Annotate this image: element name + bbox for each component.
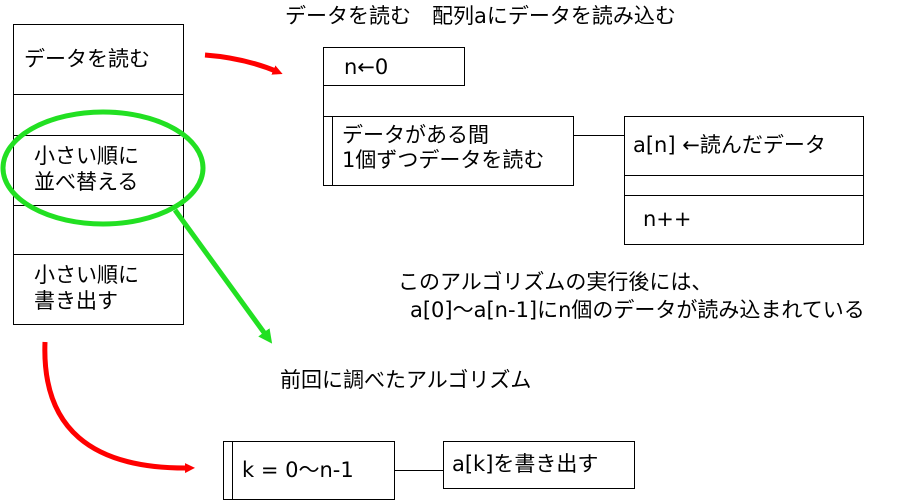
read-loop-label-2: 1個ずつデータを読む: [342, 148, 545, 172]
init-box: n←0: [323, 47, 465, 86]
green-arrow-to-write: [172, 208, 273, 344]
read-vertical-connector: [323, 86, 324, 116]
note-line-1: このアルゴリズムの実行後には、: [398, 270, 713, 294]
write-section-heading: 前回に調べたアルゴリズム: [280, 368, 532, 392]
step-write-label-1: 小さい順に: [34, 263, 139, 287]
note-line-2: a[0]～a[n-1]にn個のデータが読み込まれている: [410, 298, 865, 322]
green-highlight-ellipse: [0, 109, 206, 227]
step-write-label-2: 書き出す: [34, 289, 118, 313]
red-arrow-to-write: [42, 341, 195, 474]
step-sort-box: 小さい順に 並べ替える: [13, 135, 184, 206]
read-body-gap-top: [625, 195, 863, 196]
write-loop-inner-bar: [232, 442, 233, 499]
step-read-box: データを読む: [13, 24, 184, 95]
read-loop-box: データがある間 1個ずつデータを読む: [323, 116, 574, 186]
step-read-label: データを読む: [24, 47, 150, 71]
assign-label: a[n] ←読んだデータ: [633, 133, 826, 157]
read-section-heading: データを読む 配列aにデータを読み込む: [285, 4, 676, 28]
read-loop-label-1: データがある間: [342, 123, 489, 147]
read-body-box: a[n] ←読んだデータ n++: [624, 116, 864, 245]
write-loop-connector: [395, 470, 443, 471]
write-action-box: a[k]を書き出す: [443, 441, 635, 489]
write-loop-label: k = 0～n-1: [242, 458, 354, 482]
read-loop-inner-bar: [332, 117, 333, 185]
increment-label: n++: [643, 207, 692, 231]
red-arrow-to-read: [204, 52, 283, 75]
step-sort-label-1: 小さい順に: [34, 144, 139, 168]
write-action-label: a[k]を書き出す: [452, 452, 599, 476]
init-label: n←0: [344, 55, 389, 79]
step-write-box: 小さい順に 書き出す: [13, 254, 184, 325]
write-loop-box: k = 0～n-1: [223, 441, 395, 500]
step-sort-label-2: 並べ替える: [34, 170, 139, 194]
read-loop-connector: [574, 135, 624, 136]
read-body-divider: [625, 175, 863, 176]
